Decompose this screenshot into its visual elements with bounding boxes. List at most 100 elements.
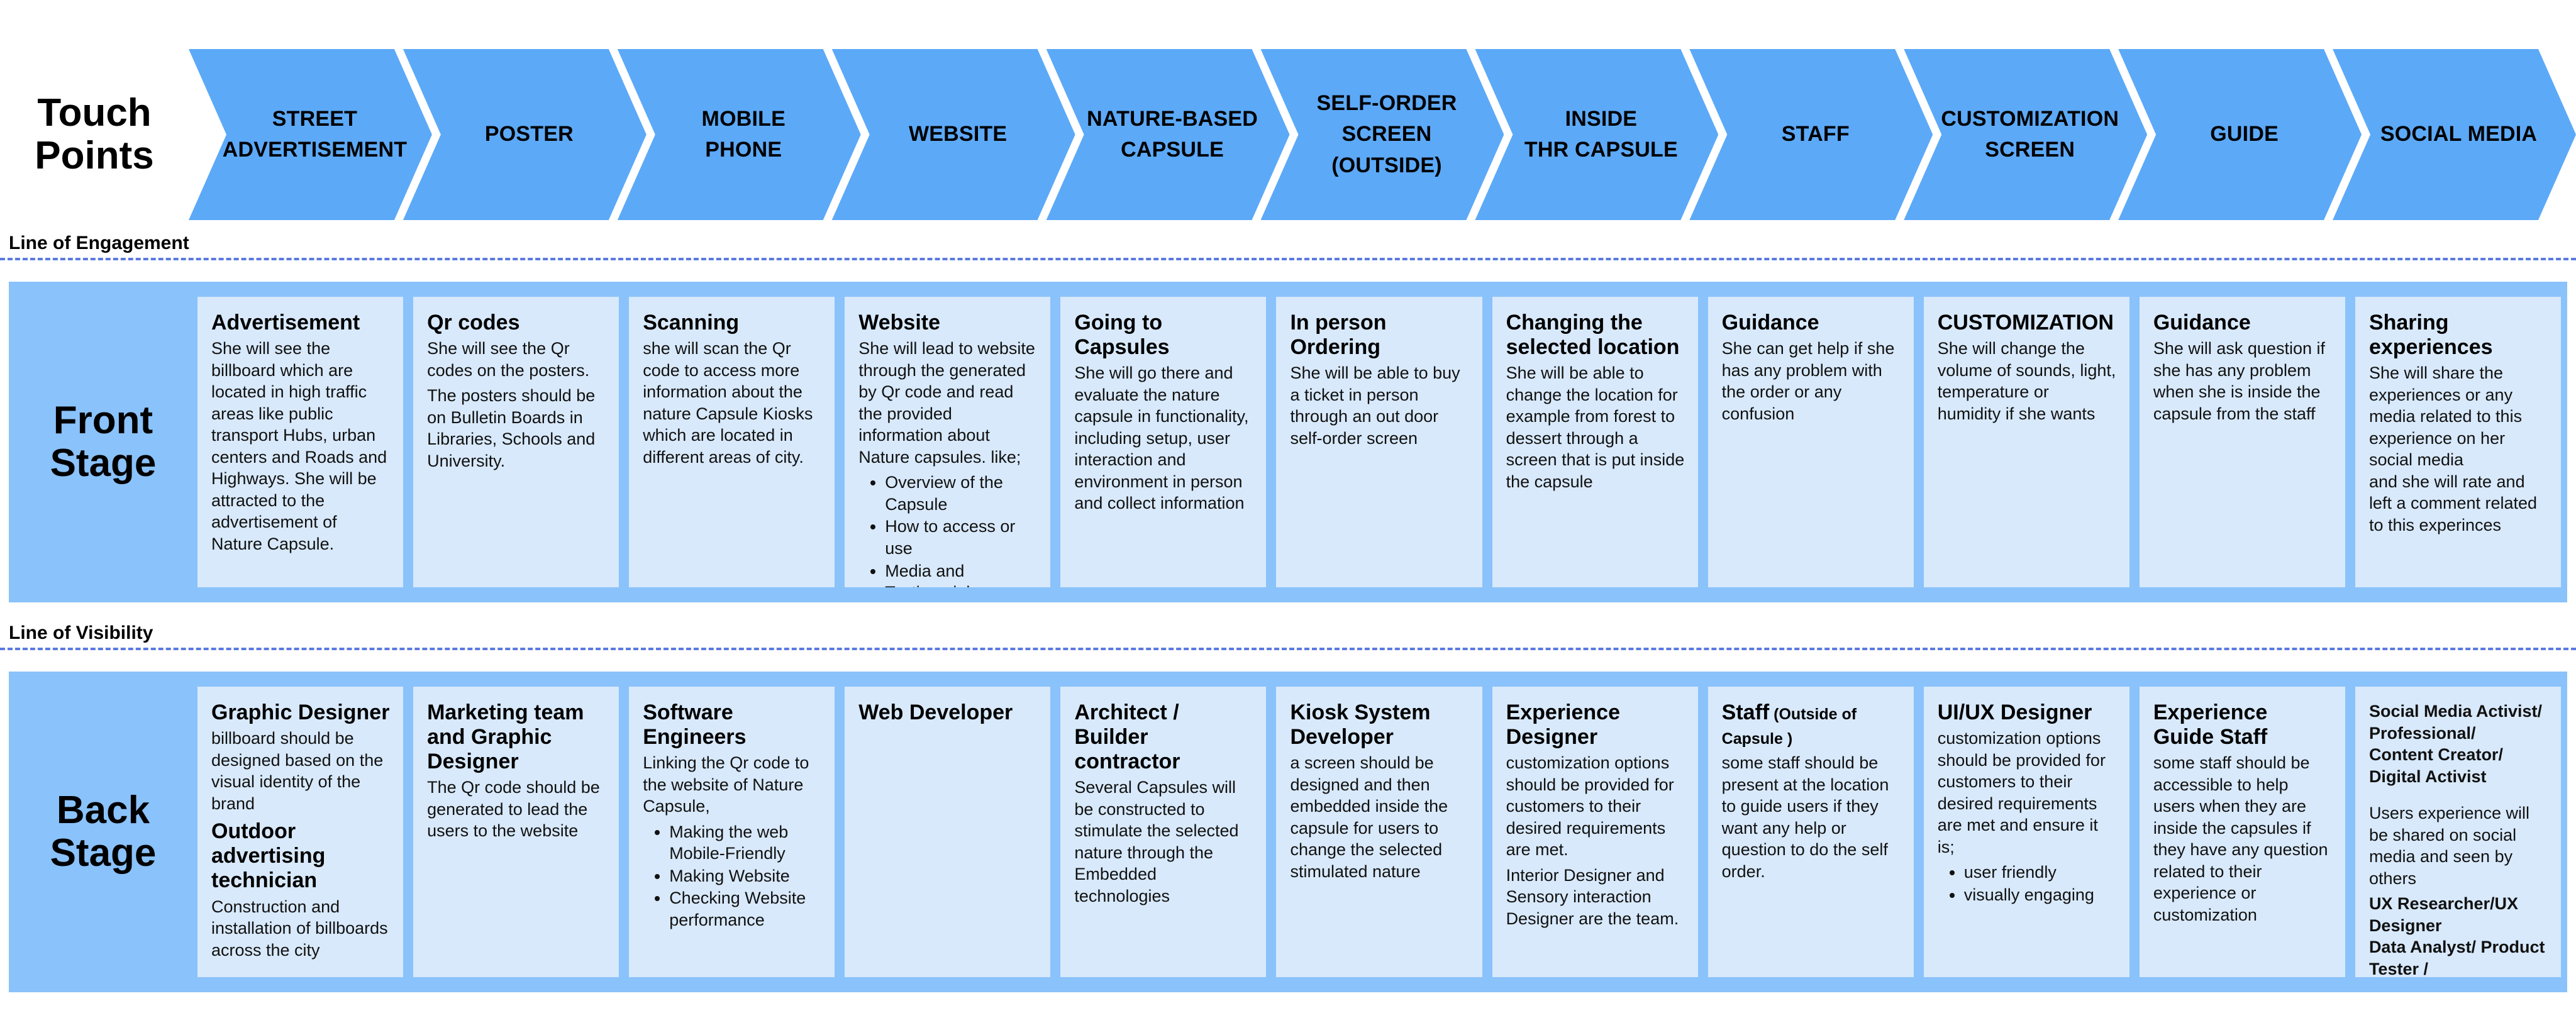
card-bullet-item: user friendly	[1964, 861, 2117, 883]
card-title: Going to Capsules	[1074, 311, 1170, 360]
touchpoint-label: MOBILE PHONE	[701, 106, 786, 162]
line-of-engagement-label: Line of Engagement	[9, 233, 189, 253]
touchpoint-label: NATURE-BASED CAPSULE	[1087, 106, 1258, 162]
back-stage-label: Back Stage	[50, 788, 157, 875]
touchpoint-label: WEBSITE	[909, 122, 1008, 147]
card-title: Guidance	[1721, 311, 1819, 335]
card-roles-secondary: UX Researcher/UX Designer Data Analyst/ …	[2368, 894, 2545, 977]
touchpoint-label: STAFF	[1781, 122, 1850, 147]
touchpoint-label: GUIDE	[2210, 122, 2279, 147]
card-title: Staff (Outside of Capsule )	[1722, 700, 1901, 750]
card-body: a screen should be designed and then emb…	[1290, 753, 1448, 881]
card-bullet-item: Making the web Mobile-Friendly	[669, 821, 822, 865]
card-spacer	[2369, 791, 2548, 802]
card-title: Advertisement	[211, 311, 360, 335]
touchpoint-chevron[interactable]: SELF-ORDER SCREEN (OUTSIDE)	[1261, 49, 1504, 220]
card-title: Marketing team and Graphic Designer	[427, 700, 584, 774]
card-body: She will be able to buy a ticket in pers…	[1290, 363, 1460, 448]
touchpoint-chevron-track: STREET ADVERTISEMENT POSTER MOBILE PHONE WE…	[189, 49, 2576, 220]
touchpoint-label: STREET ADVERTISEMENT	[222, 106, 408, 162]
card-body: She will be able to change the location …	[1506, 363, 1685, 491]
touchpoint-chevron[interactable]: CUSTOMIZATION SCREEN	[1904, 49, 2147, 220]
card-body: The Qr code should be generated to lead …	[427, 778, 600, 841]
touchpoint-chevron[interactable]: GUIDE	[2118, 49, 2362, 220]
line-of-visibility-label: Line of Visibility	[9, 623, 153, 643]
touchpoint-chevron[interactable]: SOCIAL MEDIA	[2333, 49, 2576, 220]
touchpoint-chevron[interactable]: STAFF	[1689, 49, 1933, 220]
touchpoint-label: INSIDE THR CAPSULE	[1524, 106, 1678, 162]
front-stage-label: Front Stage	[50, 398, 157, 485]
card-bullet-list: Overview of the CapsuleHow to access or …	[858, 472, 1038, 587]
card-body: Linking the Qr code to the website of Na…	[643, 753, 809, 816]
touchpoint-label: SELF-ORDER SCREEN (OUTSIDE)	[1316, 91, 1457, 177]
card-bullet-item: How to access or use	[885, 516, 1038, 559]
touchpoint-chevron[interactable]: POSTER	[403, 49, 647, 220]
card-title-suffix: (Outside of Capsule )	[1721, 706, 1857, 748]
card-bullet-list: Making the web Mobile-FriendlyMaking Web…	[643, 821, 822, 931]
card-body: billboard should be designed based on th…	[211, 729, 384, 813]
card-body: She will see the billboard which are loc…	[211, 339, 387, 554]
touchpoint-chevron[interactable]: INSIDE THR CAPSULE	[1475, 49, 1718, 220]
touchpoint-label: POSTER	[484, 122, 574, 147]
stage-card[interactable]: UI/UX Designer customization options shou…	[1923, 687, 2129, 977]
card-roles-primary: Social Media Activist/ Professional/ Con…	[2368, 702, 2543, 786]
card-title: Kiosk System Developer	[1290, 700, 1431, 750]
touchpoint-chevron[interactable]: MOBILE PHONE	[618, 49, 861, 220]
card-body-secondary: The posters should be on Bulletin Boards…	[427, 386, 596, 470]
card-title: Qr codes	[427, 311, 520, 335]
card-body: she will scan the Qr code to access more…	[643, 339, 813, 467]
card-title: Experience Guide Staff	[2153, 700, 2268, 750]
card-body: She will share the experiences or any me…	[2368, 363, 2538, 535]
stage-card[interactable]: Web Developer	[845, 687, 1051, 977]
stage-card[interactable]: Social Media Activist/ Professional/ Con…	[2355, 687, 2562, 977]
card-body: She will lead to website through the gen…	[858, 339, 1035, 467]
card-title: Architect / Builder contractor	[1074, 700, 1180, 774]
touchpoint-label: SOCIAL MEDIA	[2380, 122, 2538, 147]
touchpoint-chevron[interactable]: STREET ADVERTISEMENT	[189, 49, 432, 220]
card-bullet-item: Overview of the Capsule	[885, 472, 1038, 515]
touchpoint-chevron[interactable]: NATURE-BASED CAPSULE	[1046, 49, 1290, 220]
card-bullet-item: Checking Website performance	[669, 887, 822, 931]
card-body: customization options should be provided…	[1506, 753, 1674, 860]
touchpoints-row-label: Touch Points	[35, 91, 154, 177]
card-title: Guidance	[2153, 311, 2251, 335]
card-bullet-list: user friendlyvisually engaging	[1938, 861, 2117, 905]
card-bullet-item: visually engaging	[1964, 884, 2117, 906]
stage-card[interactable]: Scanning she will scan the Qr code to acc…	[629, 297, 835, 587]
card-body-secondary: Interior Designer and Sensory interactio…	[1506, 865, 1679, 929]
card-body: Users experience will be shared on socia…	[2368, 804, 2530, 888]
card-title: Scanning	[643, 311, 740, 335]
card-body: She can get help if she has any problem …	[1721, 339, 1895, 423]
card-bullet-item: Media and Testimonials	[885, 560, 1038, 587]
card-body: some staff should be present at the loca…	[1721, 753, 1889, 881]
card-title-main: Staff	[1721, 700, 1770, 724]
card-body: some staff should be accessible to help …	[2153, 753, 2328, 925]
card-title: In person Ordering	[1290, 311, 1387, 360]
card-body: She will see the Qr codes on the posters…	[427, 339, 590, 380]
touchpoint-chevron[interactable]: WEBSITE	[832, 49, 1075, 220]
card-body: She will go there and evaluate the natur…	[1074, 363, 1249, 513]
stage-card[interactable]: Staff (Outside of Capsule )some staff sh…	[1707, 687, 1914, 977]
card-title: UI/UX Designer	[1937, 700, 2092, 724]
card-body: customization options should be provided…	[1937, 729, 2106, 856]
